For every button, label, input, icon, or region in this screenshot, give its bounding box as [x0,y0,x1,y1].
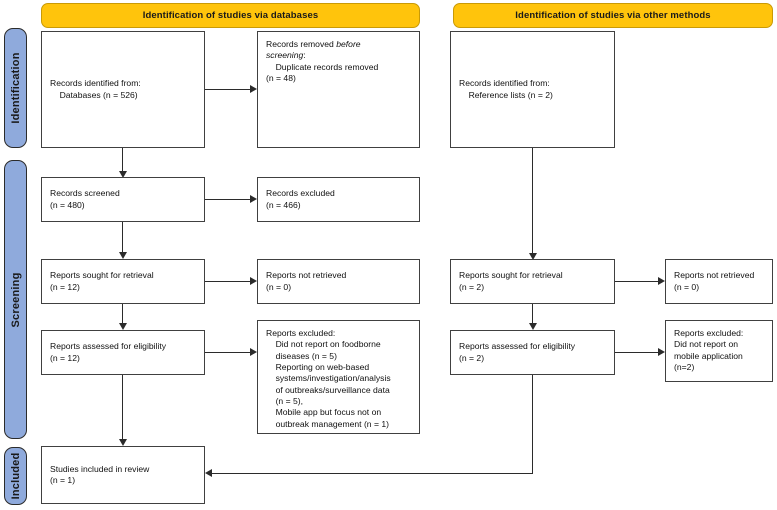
connector-other-assessed-to-included [212,473,533,475]
node-reports-not-retrieved-text: Reports not retrieved (n = 0) [266,270,347,292]
connector-other-sought-to-not-retrieved [615,281,658,283]
connector-other-sought-to-assessed [532,304,534,325]
phase-label-screening: Screening [9,272,22,327]
connector-screened-to-excluded [205,199,250,201]
phase-pill-included: Included [4,447,27,505]
section-header-other-methods: Identification of studies via other meth… [453,3,773,28]
node-other-reports-excluded: Reports excluded: Did not report on mobi… [665,320,773,382]
node-reports-excluded-text: Reports excluded: Did not report on food… [266,328,391,429]
node-reports-assessed: Reports assessed for eligibility (n = 12… [41,330,205,375]
node-records-screened: Records screened (n = 480) [41,177,205,222]
phase-pill-identification: Identification [4,28,27,148]
connector-assessed-to-excluded [205,352,250,354]
node-other-reports-assessed: Reports assessed for eligibility (n = 2) [450,330,615,375]
phase-pill-screening: Screening [4,160,27,439]
node-other-reports-not-retrieved: Reports not retrieved (n = 0) [665,259,773,304]
phase-label-identification: Identification [9,52,22,124]
arrowhead-other-assessed-to-excluded [658,348,665,356]
node-records-excluded: Records excluded (n = 466) [257,177,420,222]
connector-sought-to-not-retrieved [205,281,250,283]
node-records-removed-text: Records removed before screening: Duplic… [266,39,379,84]
arrowhead-other-assessed-to-included [205,469,212,477]
node-records-identified-text: Records identified from: Databases (n = … [50,78,141,100]
node-reports-excluded: Reports excluded: Did not report on food… [257,320,420,434]
arrowhead-screened-to-sought [119,252,127,259]
arrowhead-identified-to-removed [250,85,257,93]
arrowhead-assessed-to-excluded [250,348,257,356]
arrowhead-screened-to-excluded [250,195,257,203]
node-studies-included-text: Studies included in review (n = 1) [50,463,150,485]
connector-sought-to-assessed [122,304,124,325]
node-other-records-identified-text: Records identified from: Reference lists… [459,78,553,100]
connector-identified-to-screened [122,148,124,173]
node-other-records-identified: Records identified from: Reference lists… [450,31,615,148]
node-records-removed: Records removed before screening: Duplic… [257,31,420,148]
node-other-reports-sought-text: Reports sought for retrieval (n = 2) [459,270,563,292]
section-header-databases: Identification of studies via databases [41,3,420,28]
node-other-reports-assessed-text: Reports assessed for eligibility (n = 2) [459,341,576,363]
node-reports-sought: Reports sought for retrieval (n = 12) [41,259,205,304]
connector-other-assessed-down [532,375,534,474]
node-reports-assessed-text: Reports assessed for eligibility (n = 12… [50,341,167,363]
node-other-reports-sought: Reports sought for retrieval (n = 2) [450,259,615,304]
connector-identified-to-removed [205,89,250,91]
arrowhead-other-sought-to-not-retrieved [658,277,665,285]
arrowhead-other-identified-to-sought [529,253,537,260]
connector-screened-to-sought [122,222,124,254]
node-records-excluded-text: Records excluded (n = 466) [266,188,335,210]
node-records-screened-text: Records screened (n = 480) [50,188,120,210]
connector-other-identified-to-sought [532,148,534,255]
connector-other-assessed-to-excluded [615,352,658,354]
node-records-identified: Records identified from: Databases (n = … [41,31,205,148]
node-studies-included: Studies included in review (n = 1) [41,446,205,504]
node-other-reports-excluded-text: Reports excluded: Did not report on mobi… [674,328,744,373]
node-reports-sought-text: Reports sought for retrieval (n = 12) [50,270,154,292]
arrowhead-other-sought-to-assessed [529,323,537,330]
arrowhead-identified-to-screened [119,171,127,178]
arrowhead-assessed-to-included [119,439,127,446]
phase-label-included: Included [9,452,22,500]
node-reports-not-retrieved: Reports not retrieved (n = 0) [257,259,420,304]
arrowhead-sought-to-assessed [119,323,127,330]
node-other-reports-not-retrieved-text: Reports not retrieved (n = 0) [674,270,755,292]
connector-assessed-to-included [122,375,124,441]
arrowhead-sought-to-not-retrieved [250,277,257,285]
